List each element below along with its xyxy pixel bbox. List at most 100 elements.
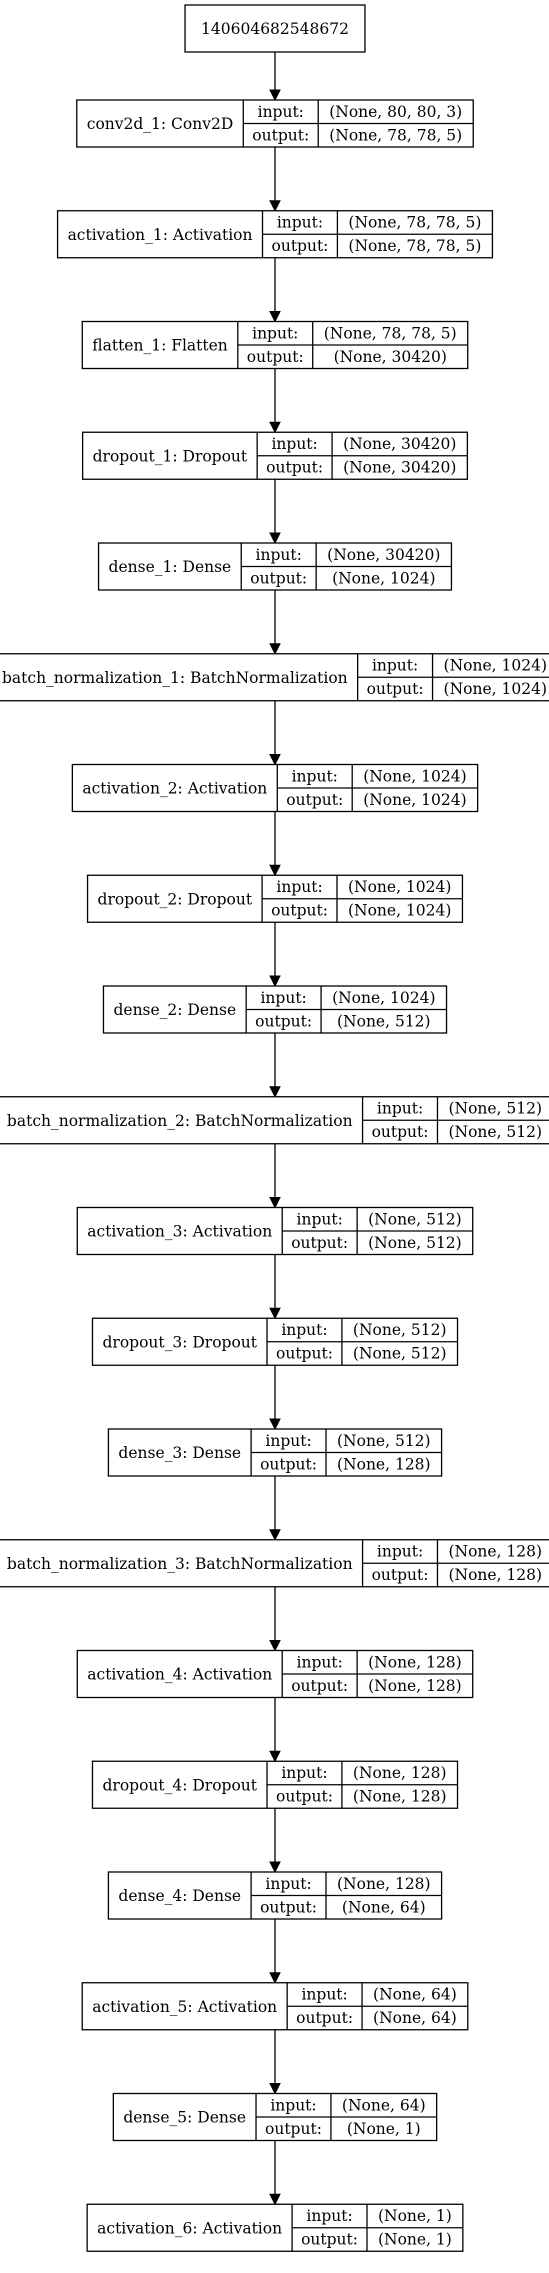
layer-node: activation_4: Activationinput:output:(No…	[76, 1649, 474, 1699]
input-port-label: input:	[277, 214, 323, 232]
input-port-label: input:	[258, 103, 304, 121]
output-shape: (None, 128)	[337, 1455, 431, 1473]
arrow-head	[269, 1086, 281, 1098]
input-shape: (None, 1024)	[444, 657, 547, 675]
input-shape: (None, 512)	[337, 1432, 431, 1450]
edge-arrow-14	[269, 1476, 281, 1541]
edge-arrow-12	[269, 1254, 281, 1320]
layer-node: dropout_4: Dropout input: output: (None, 12…	[91, 1760, 459, 1809]
input-port-label: input:	[252, 324, 298, 342]
output-shape: (None, 30420)	[334, 348, 447, 366]
output-port-label: output:	[266, 459, 323, 477]
output-port-label: output:	[286, 791, 343, 809]
arrow-head	[269, 1972, 281, 1984]
arrow-head	[269, 1307, 281, 1320]
arrow-head	[269, 311, 281, 323]
layer-name: dense_2: Dense	[113, 1001, 236, 1019]
layer-name: activation_3: Activation	[87, 1223, 272, 1241]
layer-name: dropout_1: Dropout	[93, 447, 248, 465]
layer-node: conv2d_1: Conv2D input: output: (None, 80, …	[76, 99, 474, 148]
input-port-label: input:	[265, 1432, 311, 1450]
layer-name: dense_3: Dense	[118, 1444, 241, 1462]
input-port-label: input:	[292, 767, 338, 785]
input-shape: (None, 80, 80, 3)	[329, 103, 462, 121]
edge-arrow-16	[269, 1697, 281, 1763]
input-shape: (None, 512)	[448, 1100, 542, 1118]
layer-name: flatten_1: Flatten	[92, 337, 228, 355]
edge-arrow-1	[269, 52, 281, 102]
arrow-head	[269, 1197, 281, 1209]
input-shape: (None, 64)	[342, 2096, 426, 2114]
edge-arrow-4	[269, 368, 281, 434]
input-shape: (None, 30420)	[327, 546, 440, 564]
edge-arrow-5	[269, 479, 281, 545]
output-shape: (None, 512)	[337, 1012, 431, 1030]
arrow-head	[269, 200, 281, 212]
edge-arrow-10	[269, 1033, 281, 1098]
output-shape: (None, 1024)	[332, 569, 435, 587]
input-shape: (None, 128)	[448, 1543, 542, 1561]
edge-arrow-18	[269, 1919, 281, 1984]
arrow-head	[269, 2083, 281, 2095]
output-shape: (None, 512)	[353, 1345, 447, 1363]
output-shape: (None, 512)	[448, 1123, 542, 1141]
output-port-label: output:	[272, 237, 329, 255]
output-port-label: output:	[372, 1566, 429, 1584]
input-shape: (None, 128)	[353, 1764, 447, 1782]
input-port-label: input:	[281, 1764, 327, 1782]
edge-arrow-9	[269, 922, 281, 988]
layer-node: activation_1: Activation input: output: (No…	[56, 210, 494, 259]
input-shape: (None, 128)	[368, 1653, 462, 1671]
output-shape: (None, 64)	[373, 2009, 457, 2027]
input-port-label: input:	[260, 989, 306, 1007]
output-shape: (None, 512)	[368, 1234, 462, 1252]
output-shape: (None, 1)	[347, 2120, 421, 2138]
edge-arrow-8	[269, 811, 281, 877]
layer-node: activation_5: Activationinput:output:(No…	[81, 1982, 469, 2031]
layer-name: activation_1: Activation	[68, 226, 253, 244]
output-port-label: output:	[367, 680, 424, 698]
layer-name: conv2d_1: Conv2D	[87, 115, 234, 133]
arrow-head	[269, 1640, 281, 1652]
layer-name: activation_2: Activation	[82, 780, 267, 798]
input-port-label: input:	[270, 2096, 316, 2114]
arrow-head	[269, 1529, 281, 1541]
input-port-label: input:	[377, 1100, 423, 1118]
input-shape: (None, 1024)	[363, 767, 466, 785]
output-port-label: output:	[247, 348, 304, 366]
output-port-label: output:	[372, 1123, 429, 1141]
layer-name: dropout_2: Dropout	[98, 890, 253, 908]
output-shape: (None, 128)	[368, 1677, 462, 1695]
output-port-label: output:	[250, 569, 307, 587]
output-port-label: output:	[252, 126, 309, 144]
input-shape: (None, 78, 78, 5)	[324, 324, 457, 342]
input-port-label: input:	[377, 1543, 423, 1561]
layer-name: dropout_4: Dropout	[102, 1776, 257, 1794]
arrow-head	[269, 2193, 281, 2206]
input-port-label: input:	[297, 1653, 343, 1671]
input-port-label: input:	[256, 546, 302, 564]
layer-name: activation_4: Activation	[87, 1666, 272, 1684]
input-port-label: input:	[271, 435, 317, 453]
layer-name: activation_6: Activation	[97, 2219, 282, 2237]
edge-arrow-6	[269, 590, 281, 655]
edge-arrow-2	[269, 147, 281, 212]
input-port-label: input:	[306, 2207, 352, 2225]
edge-arrow-3	[269, 257, 281, 323]
output-port-label: output:	[276, 1788, 333, 1806]
input-port-label: input:	[301, 1986, 347, 2004]
output-shape: (None, 78, 78, 5)	[329, 126, 462, 144]
output-shape: (None, 1024)	[444, 680, 547, 698]
input-shape: (None, 78, 78, 5)	[348, 214, 481, 232]
output-shape: (None, 128)	[353, 1788, 447, 1806]
input-shape: (None, 30420)	[343, 435, 456, 453]
output-port-label: output:	[265, 2120, 322, 2138]
output-port-label: output:	[301, 2231, 358, 2249]
layer-node: activation_6: Activationinput:output:(No…	[86, 2203, 464, 2252]
